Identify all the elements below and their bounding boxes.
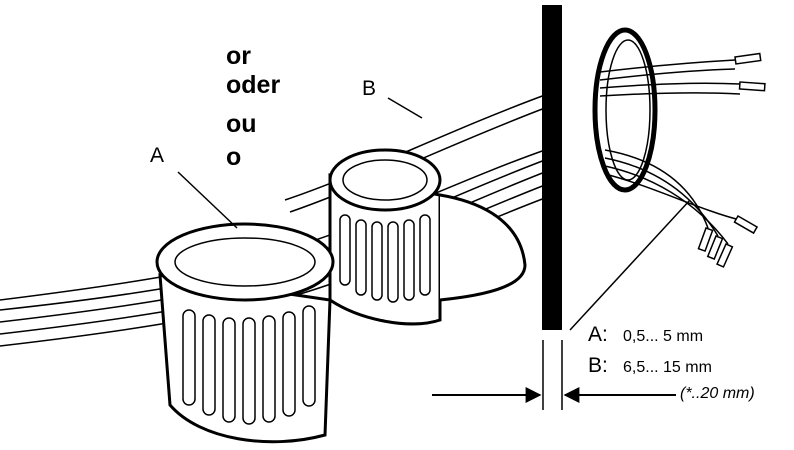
spec-note: (*..20 mm) xyxy=(680,385,755,402)
wall-hole xyxy=(592,27,658,193)
callout-a: A xyxy=(150,144,165,167)
detail-diagonal xyxy=(569,199,691,331)
wall-panel xyxy=(542,5,562,330)
gland-b xyxy=(328,148,527,326)
spec-b-key: B: xyxy=(588,354,608,377)
alt-word-en: or xyxy=(226,42,251,70)
alt-word-fr: ou xyxy=(226,110,257,138)
thickness-dimension xyxy=(432,199,691,410)
alt-word-es: o xyxy=(226,143,242,171)
spec-a-value: 0,5... 5 mm xyxy=(623,328,704,345)
spec-b-value: 6,5... 15 mm xyxy=(623,359,712,376)
wire-ends xyxy=(697,52,766,268)
exit-wires xyxy=(599,59,741,245)
alt-word-de: oder xyxy=(226,71,281,99)
leader-line-a xyxy=(177,171,238,229)
gland-a xyxy=(155,222,335,444)
callout-b: B xyxy=(362,77,377,100)
spec-a-key: A: xyxy=(588,323,608,346)
leader-line-b xyxy=(387,97,423,119)
